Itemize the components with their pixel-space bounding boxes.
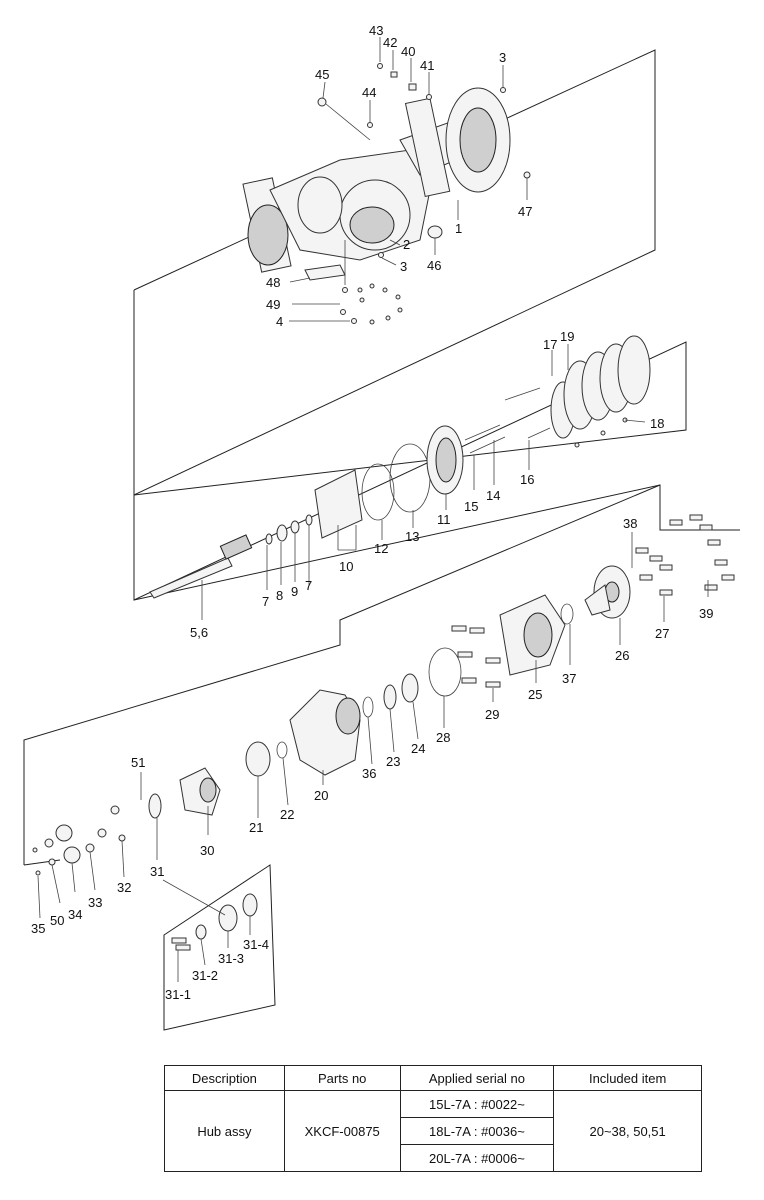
callout-31-1: 31-1 <box>165 987 191 1002</box>
callout-40: 40 <box>401 44 415 59</box>
header-description: Description <box>164 1065 285 1091</box>
callout-37: 37 <box>562 671 576 686</box>
callout-14: 14 <box>486 488 500 503</box>
callout-9: 9 <box>291 584 298 599</box>
callout-13: 13 <box>405 529 419 544</box>
callout-33: 33 <box>88 895 102 910</box>
axle-housing-group <box>242 63 531 325</box>
bolt-set <box>451 514 735 688</box>
callout-3-top: 3 <box>499 50 506 65</box>
callout-29: 29 <box>485 707 499 722</box>
callout-2: 2 <box>403 237 410 252</box>
cell-description: Hub assy <box>164 1090 285 1172</box>
callout-43: 43 <box>369 23 383 38</box>
callout-15: 15 <box>464 499 478 514</box>
callout-49: 49 <box>266 297 280 312</box>
callout-labels: 45 43 42 40 41 3 44 47 1 2 3 46 48 49 4 … <box>31 23 713 1002</box>
leaders-group-2 <box>201 344 646 620</box>
callout-23: 23 <box>386 754 400 769</box>
callout-27: 27 <box>655 626 669 641</box>
parts-table: Description Parts no Applied serial no I… <box>164 1065 702 1172</box>
callout-3-mid: 3 <box>400 259 407 274</box>
callout-51: 51 <box>131 755 145 770</box>
callout-35: 35 <box>31 921 45 936</box>
callout-24: 24 <box>411 741 425 756</box>
group-boundaries <box>23 49 740 1031</box>
callout-31-4: 31-4 <box>243 937 269 952</box>
exploded-parts-diagram: 45 43 42 40 41 3 44 47 1 2 3 46 48 49 4 … <box>23 23 740 1031</box>
callout-50: 50 <box>50 913 64 928</box>
header-included-item: Included item <box>553 1065 702 1091</box>
callout-31-3: 31-3 <box>218 951 244 966</box>
callout-19: 19 <box>560 329 574 344</box>
callout-34: 34 <box>68 907 82 922</box>
table-row: 20L-7A : #0006~ <box>165 1144 702 1172</box>
callout-18: 18 <box>650 416 664 431</box>
cell-parts-no: XKCF-00875 <box>283 1090 401 1172</box>
leaders-group-3 <box>37 532 709 982</box>
cell-serial-18l: 18L-7A : #0036~ <box>399 1117 555 1145</box>
callout-38: 38 <box>623 516 637 531</box>
callout-31-2: 31-2 <box>192 968 218 983</box>
callout-48: 48 <box>266 275 280 290</box>
callout-16: 16 <box>520 472 534 487</box>
callout-7-left: 7 <box>262 594 269 609</box>
callout-26: 26 <box>615 648 629 663</box>
callout-1: 1 <box>455 221 462 236</box>
brake-shaft-group <box>149 335 651 599</box>
callout-21: 21 <box>249 820 263 835</box>
detail-31-group <box>162 879 258 951</box>
callout-47: 47 <box>518 204 532 219</box>
callout-12: 12 <box>374 541 388 556</box>
table-row: Hub assy XKCF-00875 15L-7A : #0022~ 20~3… <box>164 1090 702 1172</box>
callout-5-6: 5,6 <box>190 625 208 640</box>
callout-46: 46 <box>427 258 441 273</box>
callout-36: 36 <box>362 766 376 781</box>
table-header-row: Description Parts no Applied serial no I… <box>164 1065 702 1091</box>
callout-28: 28 <box>436 730 450 745</box>
callout-7-right: 7 <box>305 578 312 593</box>
header-applied-serial: Applied serial no <box>399 1065 555 1091</box>
callout-25: 25 <box>528 687 542 702</box>
callout-41: 41 <box>420 58 434 73</box>
header-parts-no: Parts no <box>283 1065 401 1091</box>
callout-4: 4 <box>276 314 283 329</box>
callout-17: 17 <box>543 337 557 352</box>
cell-serial-15l: 15L-7A : #0022~ <box>399 1090 555 1118</box>
cell-included: 20~38, 50,51 <box>553 1090 702 1172</box>
table-row: 18L-7A : #0036~ <box>165 1117 702 1145</box>
hub-group <box>32 514 735 876</box>
callout-45: 45 <box>315 67 329 82</box>
callout-31: 31 <box>150 864 164 879</box>
leaders-group-1 <box>289 37 528 322</box>
callout-11: 11 <box>437 512 451 527</box>
callout-32: 32 <box>117 880 131 895</box>
callout-10: 10 <box>339 559 353 574</box>
callout-42: 42 <box>383 35 397 50</box>
callout-22: 22 <box>280 807 294 822</box>
callout-8: 8 <box>276 588 283 603</box>
callout-39: 39 <box>699 606 713 621</box>
callout-20: 20 <box>314 788 328 803</box>
callout-30: 30 <box>200 843 214 858</box>
callout-44: 44 <box>362 85 376 100</box>
cell-serial-20l: 20L-7A : #0006~ <box>399 1144 555 1172</box>
